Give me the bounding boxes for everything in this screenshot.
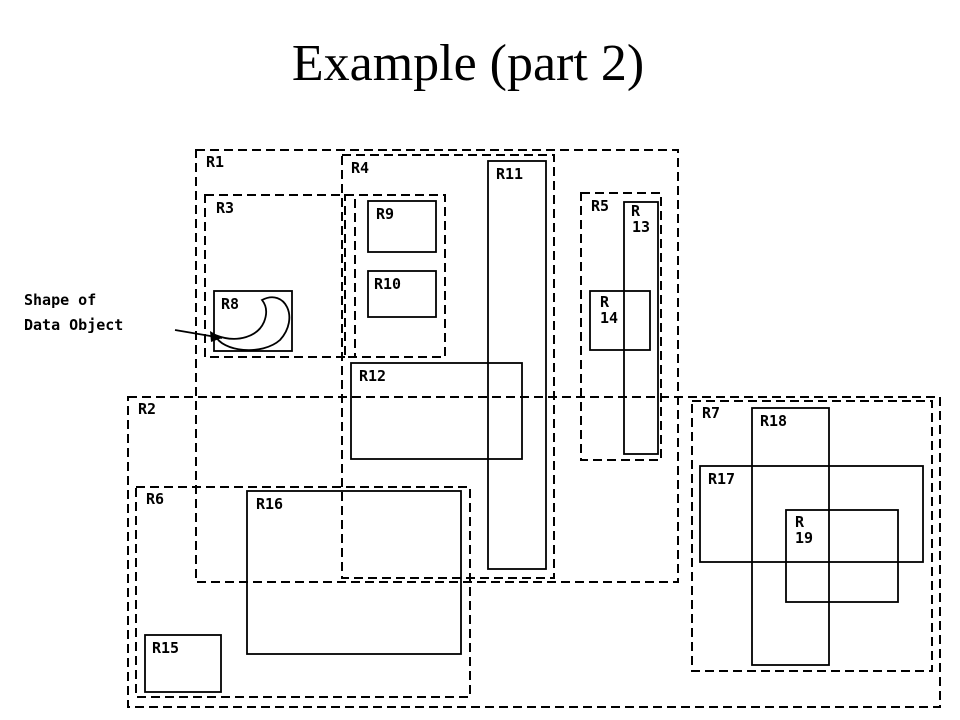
- region-r16: [246, 490, 462, 655]
- region-r6-label: R6: [146, 490, 164, 508]
- region-r14-label-b: 14: [600, 309, 618, 327]
- region-r1: [195, 149, 679, 583]
- data-object-shape: [213, 296, 291, 351]
- region-r8-label: R8: [221, 295, 239, 313]
- region-r17: [699, 465, 924, 563]
- region-r2: [127, 396, 941, 708]
- region-r5-label: R5: [591, 197, 609, 215]
- region-r10-label: R10: [374, 275, 401, 293]
- region-r14: [589, 290, 651, 351]
- region-r6: [135, 486, 471, 698]
- annotation-line-2: Data Object: [24, 316, 123, 334]
- region-r11: [487, 160, 547, 570]
- region-r13-label-b: 13: [632, 218, 650, 236]
- region-r19-label-b: 19: [795, 529, 813, 547]
- annotation-line-1: Shape of: [24, 291, 96, 309]
- region-r3: [204, 194, 356, 358]
- slide-title: Example (part 2): [291, 35, 645, 92]
- region-r13-label-a: R: [631, 202, 641, 220]
- region-r14-label-a: R: [600, 293, 610, 311]
- region-r12-label: R12: [359, 367, 386, 385]
- region-r12: [350, 362, 523, 460]
- region-r18-label: R18: [760, 412, 787, 430]
- region-r11-label: R11: [496, 165, 523, 183]
- region-r7-label: R7: [702, 404, 720, 422]
- region-r19-label-a: R: [795, 513, 805, 531]
- region-r19: [785, 509, 899, 603]
- region-r4-label: R4: [351, 159, 369, 177]
- region-r17-label: R17: [708, 470, 735, 488]
- region-r4-inner: [344, 194, 446, 358]
- region-r5: [580, 192, 662, 461]
- region-r13: [623, 201, 659, 455]
- region-r15: [144, 634, 222, 693]
- region-r8: [213, 290, 293, 352]
- region-r4: [341, 154, 555, 579]
- region-r18: [751, 407, 830, 666]
- region-r9-label: R9: [376, 205, 394, 223]
- region-r16-label: R16: [256, 495, 283, 513]
- region-r3-label: R3: [216, 199, 234, 217]
- region-r15-label: R15: [152, 639, 179, 657]
- annotation-arrowhead-icon: [210, 331, 222, 342]
- region-r2-label: R2: [138, 400, 156, 418]
- region-r10: [367, 270, 437, 318]
- region-r7: [691, 400, 933, 672]
- region-r9: [367, 200, 437, 253]
- region-r1-label: R1: [206, 153, 224, 171]
